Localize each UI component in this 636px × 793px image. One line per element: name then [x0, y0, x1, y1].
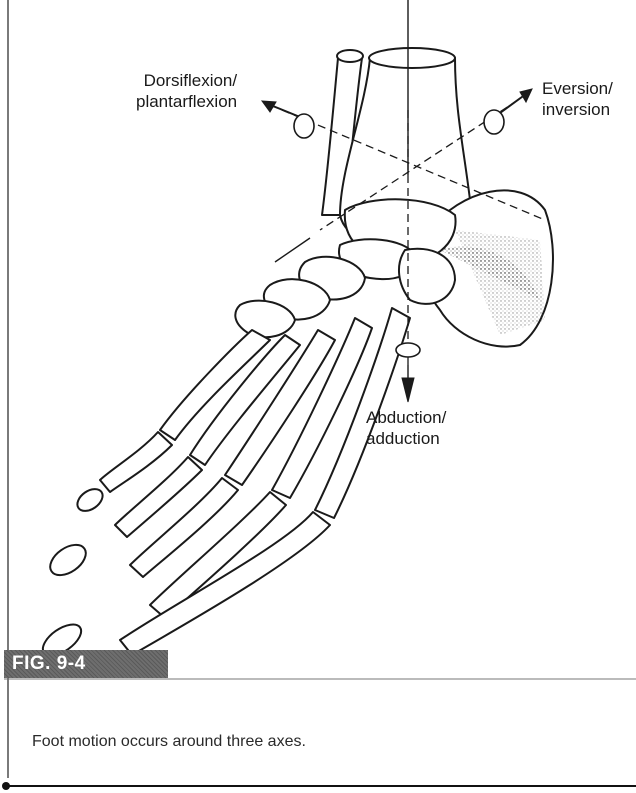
bottom-rule-dot [2, 782, 10, 790]
longitudinal-axis-tail [275, 238, 310, 262]
foot-drawing [38, 48, 553, 662]
dorsiflexion-arrow [262, 101, 314, 138]
eversion-label-line2: inversion [542, 99, 613, 120]
toe-tip-3 [73, 485, 106, 516]
eversion-label: Eversion/ inversion [542, 78, 613, 120]
abduction-label: Abduction/ adduction [366, 407, 446, 449]
eversion-label-line1: Eversion/ [542, 78, 613, 99]
eversion-arrow [484, 89, 532, 134]
phalanx-5 [120, 512, 330, 655]
abduction-label-line2: adduction [366, 428, 446, 449]
figure-number: FIG. 9-4 [12, 653, 86, 675]
abduction-label-line1: Abduction/ [366, 407, 446, 428]
dorsiflexion-label: Dorsiflexion/ plantarflexion [136, 70, 237, 112]
figure-number-tab: FIG. 9-4 [4, 650, 168, 678]
tibia-top [369, 48, 455, 68]
dorsiflexion-label-line2: plantarflexion [136, 91, 237, 112]
toe-tip-2 [45, 539, 92, 582]
dorsiflexion-label-line1: Dorsiflexion/ [136, 70, 237, 91]
fibula-top [337, 50, 363, 62]
figure-caption: Foot motion occurs around three axes. [32, 733, 306, 751]
